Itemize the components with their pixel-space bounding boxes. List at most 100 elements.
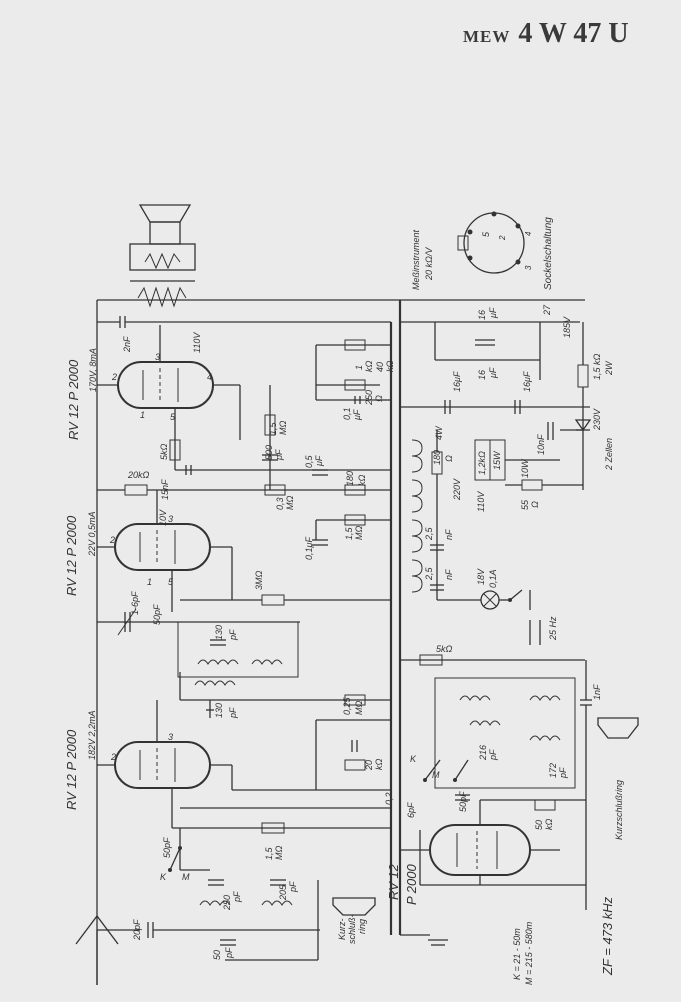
label-5k: 5kΩ (159, 443, 169, 460)
label-50b: 50 (212, 950, 222, 960)
label-5k-b: 5kΩ (436, 644, 453, 654)
short-ring-left-2: schluß- (347, 914, 357, 944)
label-130b-unit: pF (228, 707, 238, 719)
label-1-5k: 1,5 kΩ (592, 353, 602, 380)
label-205-unit: pF (288, 881, 298, 893)
tube2-pin-1: 1 (147, 577, 152, 587)
label-10w: 10W (520, 458, 530, 478)
label-110v-b: 110V (476, 491, 486, 512)
label-3m: 3MΩ (254, 570, 264, 590)
label-1-2k: 1,2kΩ (477, 451, 487, 475)
tube2-pin-2: 2 (109, 535, 115, 545)
mixer-tube: RV 12 P 2000 (386, 800, 560, 905)
label-50pf-c: 50pF (162, 837, 172, 858)
label-180-ohm: 180 (432, 450, 442, 465)
brand: MEW (463, 27, 511, 46)
speaker (129, 204, 196, 308)
label-250pf: 250 (222, 895, 232, 911)
label-55: 55 (520, 499, 530, 510)
label-c01b: 0,1μF (304, 537, 314, 560)
component-wiring (75, 316, 448, 985)
meter-label: Meßinstrument (411, 229, 421, 290)
tube3-pin-2: 2 (110, 752, 116, 762)
label-1-5m-c-unit: MΩ (274, 846, 284, 860)
label-500-unit: pF (274, 449, 284, 461)
label-20pf: 20pF (132, 919, 142, 941)
label-205: 205 (278, 884, 288, 901)
label-c16a: 16 (477, 310, 487, 320)
short-ring-left: Kurz- (337, 918, 347, 940)
label-c10n: 10nF (536, 434, 546, 455)
label-15n: 15nF (160, 479, 170, 500)
label-216: 216 (478, 745, 488, 761)
label-50pf-b: 50pF (458, 791, 468, 812)
power-supply (400, 321, 639, 910)
zf-label: ZF = 473 kHz (600, 896, 615, 976)
switch-m-b: M (432, 770, 440, 780)
tube1-pin-2: 2 (111, 372, 117, 382)
model-number: 4 W 47 U (518, 18, 629, 49)
label-130a: 130 (214, 625, 224, 640)
label-55-unit: Ω (530, 501, 540, 508)
label-250: 250 (364, 390, 374, 406)
socket-pin-3: 3 (524, 265, 533, 270)
short-ring-left-3: ring (357, 919, 367, 934)
af-tube: 2 3 1 5 RV 12 P 2000 22V 0,5mA 10V (64, 490, 232, 612)
label-50b-unit: pF (224, 947, 234, 959)
label-05-unit: μF (314, 455, 324, 467)
component-labels: 185V 27 16 μF 16 μF 1 kΩ 40 kΩ 250 Ω 0,1… (127, 304, 624, 985)
switch-k-b: K (410, 754, 417, 764)
label-c16c: 16μF (452, 371, 462, 392)
label-15w: 15W (492, 450, 502, 470)
label-40k: 40 (375, 362, 385, 372)
main-bus-lines (96, 299, 585, 985)
label-180-ohm-unit: Ω (444, 455, 454, 462)
label-1-6pf: 1-6pF (130, 591, 140, 615)
meter-sensitivity: 20 kΩ/V (424, 247, 434, 281)
label-230v: 230V (592, 408, 602, 431)
label-05: 0,5 (304, 454, 314, 468)
label-0-25m: 0,25 (342, 696, 352, 715)
meter-socket-area: Meßinstrument 20 kΩ/V Sockelschaltung 5 … (411, 211, 554, 290)
label-500: 500 (264, 445, 274, 460)
range-k: K = 21 - 50m (512, 928, 522, 980)
label-20k-b: 20 (364, 760, 374, 771)
label-172-unit: pF (558, 767, 568, 779)
tube3-pin-3: 3 (168, 732, 173, 742)
output-tube: 2 3 5 1 4 RV 12 P 2000 170V, 8mA 110V 2n… (66, 325, 240, 440)
label-1k: 1 (354, 365, 364, 370)
tube4-type-2: P 2000 (404, 864, 419, 905)
label-180k-unit: kΩ (357, 475, 367, 487)
label-20k: 20kΩ (127, 470, 150, 480)
label-1-5m: 1,5 (268, 421, 278, 435)
tube2-pin-5: 5 (168, 577, 174, 587)
tube1-type: RV 12 P 2000 (66, 359, 81, 440)
socket-pin-4: 4 (524, 231, 533, 236)
tube1-pin-1: 1 (140, 410, 145, 420)
label-c01-unit: μF (352, 409, 362, 421)
label-2nf: 2nF (122, 336, 132, 353)
label-c16d: 16μF (522, 371, 532, 392)
label-03m-unit: MΩ (285, 496, 295, 510)
label-6pf: 6pF (406, 802, 416, 818)
label-c01: 0,1 (342, 407, 352, 420)
label-220v: 220V (452, 478, 462, 501)
socket-pin-2: 2 (498, 235, 507, 241)
range-m: M = 215 - 580m (524, 921, 534, 985)
label-180k: 180 (345, 471, 355, 486)
label-250-unit: Ω (374, 395, 384, 402)
label-20k-b-unit: kΩ (374, 759, 384, 771)
label-130b: 130 (214, 703, 224, 718)
label-110v: 110V (192, 332, 202, 353)
label-18v: 18V (476, 568, 486, 585)
label-4w: 4W (434, 425, 444, 440)
label-50k-unit: kΩ (544, 819, 554, 831)
label-185v: 185V (562, 316, 572, 338)
short-ring-right: Kurzschlußring (614, 780, 624, 840)
label-2-5a-unit: nF (444, 529, 454, 540)
label-2-5b-unit: nF (444, 569, 454, 580)
socket-label: Sockelschaltung (543, 217, 554, 290)
label-216-unit: pF (488, 749, 498, 761)
label-172: 172 (548, 763, 558, 778)
